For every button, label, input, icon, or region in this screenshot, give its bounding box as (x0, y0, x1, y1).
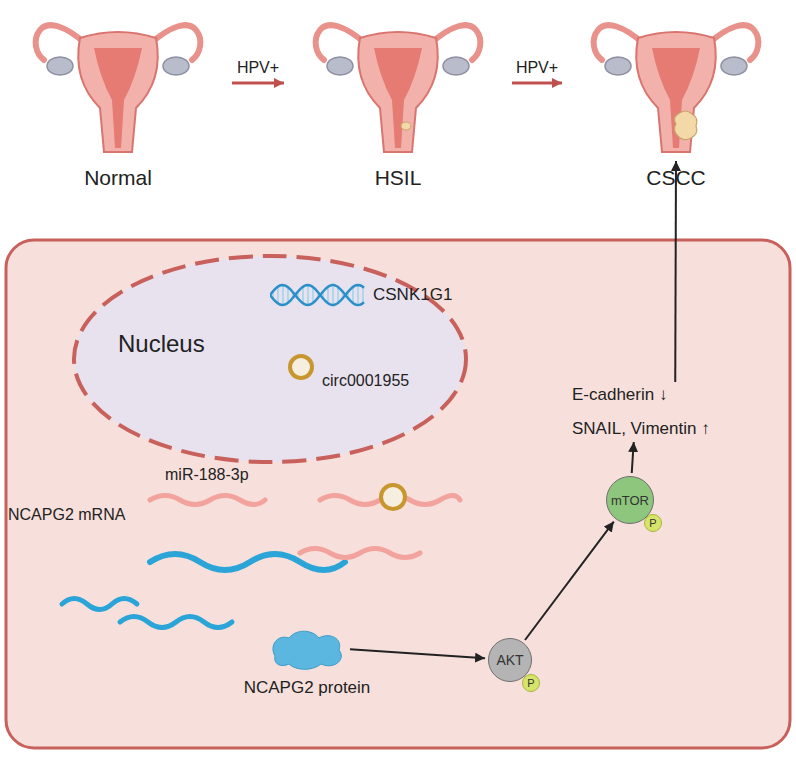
cell-membrane (6, 240, 790, 748)
protein-shape (267, 626, 347, 672)
mrna-strand (62, 599, 137, 610)
circrna-bound (381, 485, 405, 509)
tumor (674, 111, 697, 140)
gene-name: CSNK1G1 (373, 285, 452, 305)
base-pair (352, 287, 354, 303)
uterus-figure: Normal (18, 8, 218, 190)
phospho-dot: P (644, 514, 662, 532)
circrna-circle (290, 356, 312, 378)
mrna-strand (150, 554, 345, 570)
dna-helix (270, 280, 365, 310)
nucleus-ellipse: Nucleus CSNK1G1 circ0001955 (70, 252, 470, 466)
circrna-name: circ0001955 (322, 372, 409, 390)
connector-arrow (232, 82, 284, 85)
ovary (327, 57, 353, 75)
base-pair (362, 287, 364, 303)
kinase-name: mTOR (611, 493, 649, 508)
uterine-cavity (652, 48, 700, 148)
connector-arrow (674, 161, 677, 382)
phospho-dot: P (522, 674, 540, 692)
uterine-cavity (374, 48, 422, 148)
base-pair (287, 287, 289, 303)
base-pair (337, 287, 339, 303)
protein-blob: NCAPG2 protein (232, 626, 382, 698)
connector-arrow (512, 82, 562, 85)
phospho-label: P (527, 677, 534, 689)
base-pair (357, 285, 359, 305)
marker-text: E-cadherin ↓ (572, 385, 710, 405)
base-pair (277, 287, 279, 304)
ovary (163, 57, 189, 75)
base-pair (307, 285, 309, 305)
base-pair (332, 285, 334, 305)
marker-text: SNAIL, Vimentin ↑ (572, 419, 710, 439)
ovary (721, 57, 747, 75)
stage-label: Normal (18, 166, 218, 190)
uterus-illustration (576, 8, 776, 158)
mrna-strand (120, 617, 232, 628)
uterus-figure: CSCC (576, 8, 776, 190)
uterus-figure: HSIL (298, 8, 498, 190)
base-pair (282, 285, 284, 305)
gene-locus: CSNK1G1 (270, 280, 452, 310)
base-pair (302, 287, 304, 304)
connector-arrow (350, 649, 485, 658)
connector-arrow (632, 442, 634, 473)
uterus-body (636, 32, 716, 152)
protein-body (273, 631, 341, 669)
base-pair (327, 287, 329, 303)
uterus-illustration (298, 8, 498, 158)
nucleus-label: Nucleus (118, 330, 205, 358)
ovary (47, 57, 73, 75)
mirna-strand (300, 549, 420, 558)
stage-label: HSIL (298, 166, 498, 190)
uterus-body (78, 32, 158, 152)
dna-strand (270, 285, 364, 305)
uterus-illustration (18, 8, 218, 158)
base-pair (312, 287, 314, 303)
connector-arrow (525, 522, 614, 640)
circrna-symbol (286, 352, 316, 382)
stage-label: CSCC (576, 166, 776, 190)
nuclear-envelope (74, 256, 466, 462)
circrna-ring: circ0001955 (286, 352, 316, 382)
molecule-label: NCAPG2 mRNA (8, 506, 125, 524)
phospho-label: P (649, 517, 656, 529)
edge-label: HPV+ (235, 59, 281, 77)
protein-name: NCAPG2 protein (232, 678, 382, 698)
ovary (443, 57, 469, 75)
edge-label: HPV+ (514, 59, 560, 77)
molecule-label: miR-188-3p (165, 466, 249, 484)
uterus-body (358, 32, 438, 152)
nucleus-outline (70, 252, 470, 466)
lesion (401, 122, 411, 130)
uterine-cavity (94, 48, 142, 148)
emt-markers: E-cadherin ↓ SNAIL, Vimentin ↑ (572, 385, 710, 439)
dna-strand (270, 285, 364, 305)
mirna-strand (150, 496, 265, 505)
ovary (605, 57, 631, 75)
kinase-name: AKT (496, 652, 523, 668)
